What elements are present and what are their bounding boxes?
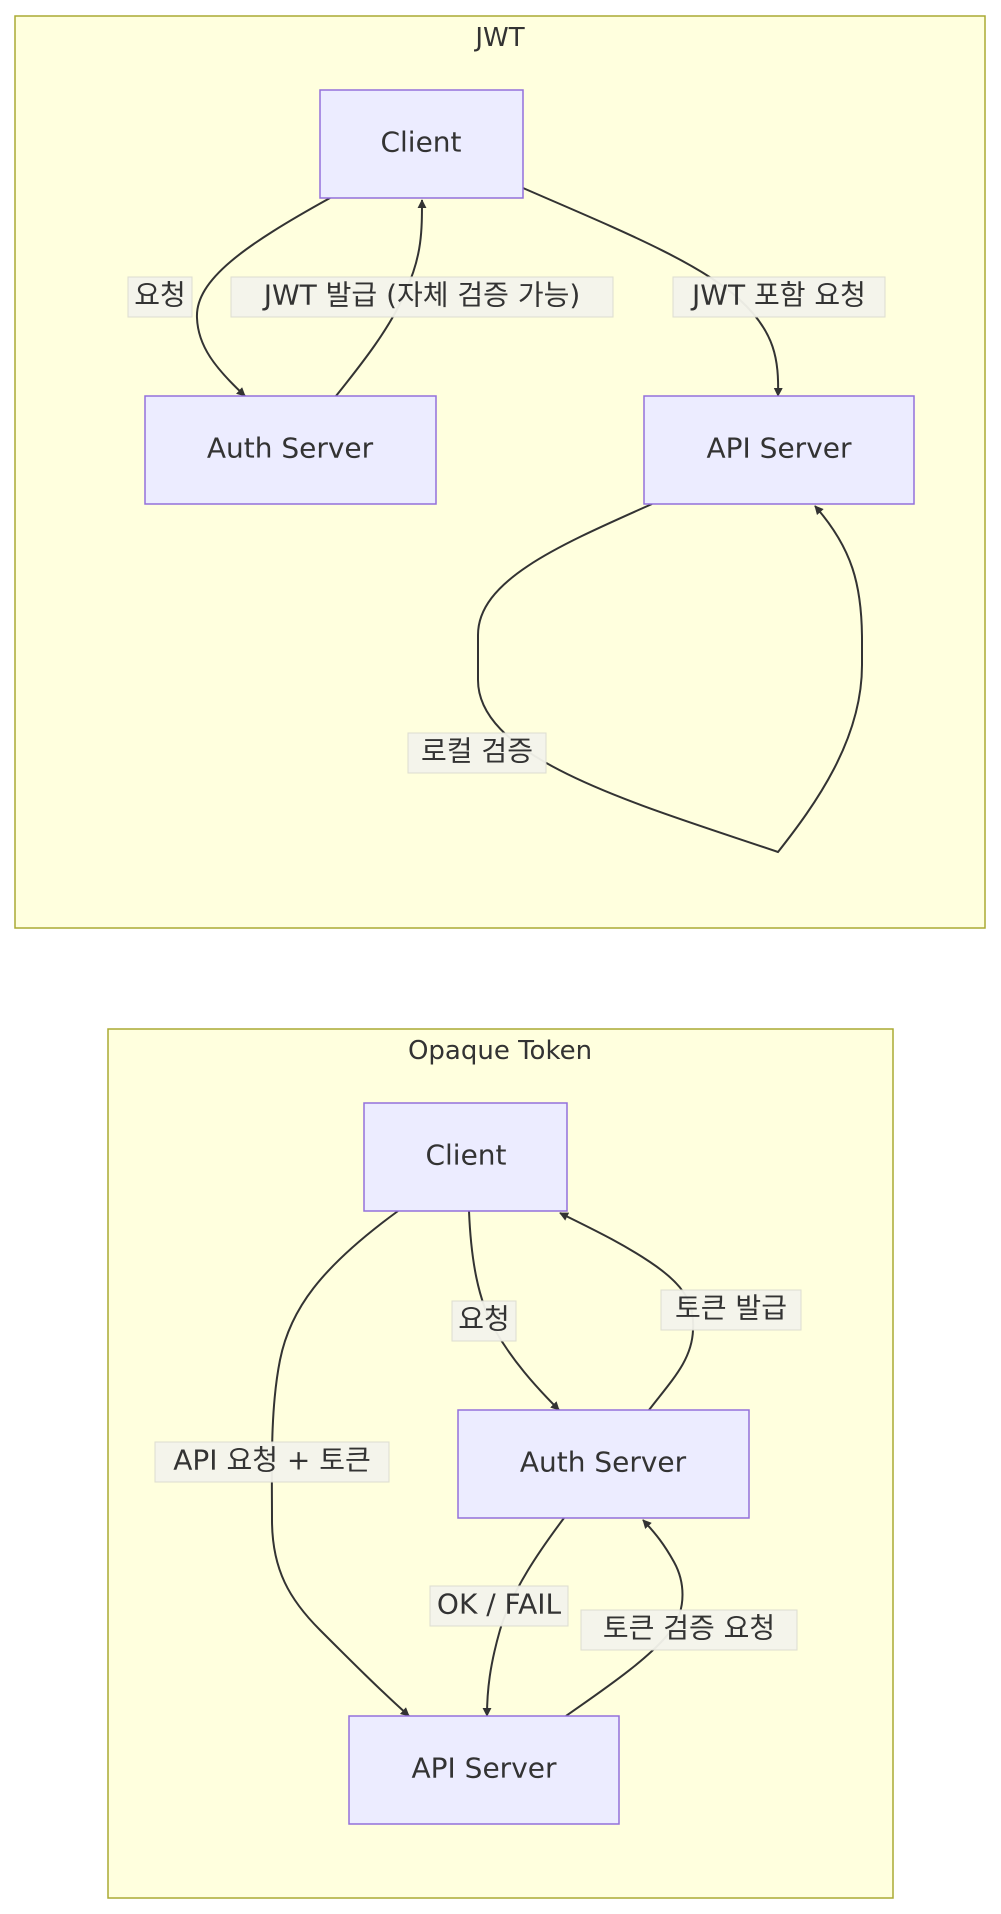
edge-jwt-api-self-loop	[477, 503, 863, 854]
edge-opaque-auth-to-api	[482, 1517, 565, 1717]
jwt-request-label-bg	[127, 276, 193, 318]
jwt-cluster: JWT Client Auth Server API Server 요청 JWT…	[14, 15, 986, 929]
opaque-api-server-node	[348, 1715, 620, 1825]
edge-opaque-client-to-api	[270, 1210, 410, 1717]
opaque-client-label: Client	[425, 1139, 506, 1172]
jwt-auth-server-label: Auth Server	[207, 432, 374, 465]
opaque-token-issue-label: 토큰 발급	[675, 1292, 787, 1325]
opaque-api-request-label-bg	[154, 1441, 390, 1483]
opaque-ok-fail-label-bg	[429, 1585, 569, 1627]
opaque-api-request-label: API 요청 + 토큰	[173, 1444, 371, 1477]
opaque-token-verify-label: 토큰 검증 요청	[603, 1612, 775, 1645]
jwt-auth-server-node	[144, 395, 437, 505]
opaque-auth-server-node	[457, 1409, 750, 1519]
opaque-request-label-bg	[451, 1300, 517, 1342]
jwt-request-label: 요청	[134, 279, 186, 312]
opaque-auth-server-label: Auth Server	[520, 1446, 687, 1479]
opaque-client-node	[363, 1102, 568, 1212]
jwt-issue-label-bg	[230, 276, 614, 318]
opaque-api-server-label: API Server	[411, 1752, 557, 1785]
jwt-client-node	[319, 89, 524, 199]
jwt-local-verify-label-bg	[407, 732, 547, 774]
edge-jwt-client-to-auth	[195, 197, 331, 397]
jwt-api-server-node	[643, 395, 915, 505]
jwt-request-with-token-label: JWT 포함 요청	[690, 279, 866, 312]
jwt-api-server-label: API Server	[706, 432, 852, 465]
jwt-cluster-title: JWT	[473, 23, 524, 53]
opaque-cluster-title: Opaque Token	[408, 1036, 592, 1066]
jwt-client-label: Client	[380, 126, 461, 159]
edge-opaque-auth-to-client	[559, 1212, 695, 1411]
opaque-token-issue-label-bg	[660, 1289, 802, 1331]
jwt-request-with-token-label-bg	[672, 276, 886, 318]
opaque-request-label: 요청	[458, 1303, 510, 1336]
jwt-local-verify-label: 로컬 검증	[421, 735, 533, 768]
opaque-ok-fail-label: OK / FAIL	[437, 1588, 562, 1621]
jwt-issue-label: JWT 발급 (자체 검증 가능)	[262, 279, 581, 312]
opaque-cluster: Opaque Token Client Auth Server API Serv…	[107, 1028, 894, 1899]
opaque-token-verify-label-bg	[580, 1609, 798, 1651]
